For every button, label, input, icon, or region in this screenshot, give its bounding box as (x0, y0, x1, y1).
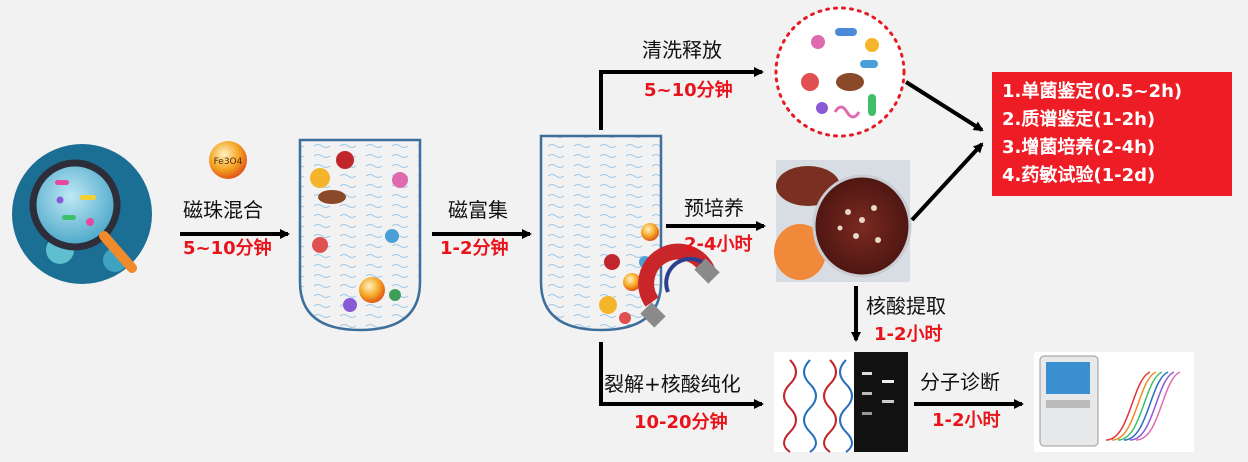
step-extract-time: 1-2小时 (874, 324, 943, 345)
tube-magnetic-separation (539, 134, 663, 332)
step-mdx-time: 1-2小时 (932, 410, 1001, 431)
step-mdx-label: 分子诊断 (920, 370, 1000, 394)
step-lysis-label: 裂解+核酸纯化 (604, 372, 741, 396)
result-item: 1.单菌鉴定(0.5~2h) (1002, 81, 1183, 102)
result-item: 2.质谱鉴定(1-2h) (1002, 109, 1156, 130)
step-preculture-label: 预培养 (684, 196, 744, 220)
step-wash-time: 5~10分钟 (644, 80, 733, 101)
step-extract-label: 核酸提取 (866, 294, 946, 318)
flow-arrows (180, 67, 1024, 409)
qpcr-instrument-image (1034, 352, 1194, 452)
arrow-culture-to-results (910, 142, 984, 222)
arrow-wash-to-results (904, 80, 984, 132)
result-item: 3.增菌培养(2-4h) (1002, 137, 1156, 158)
step-mix-label: 磁珠混合 (183, 198, 263, 222)
step-lysis-time: 10-20分钟 (634, 412, 728, 433)
sample-microbe-illustration (12, 144, 152, 284)
step-mix-time: 5~10分钟 (183, 238, 272, 259)
tube-mixing (298, 138, 422, 332)
step-enrich-time: 1-2分钟 (440, 238, 509, 259)
dna-gel-image (774, 352, 908, 453)
arrow-lysis (599, 342, 764, 409)
step-preculture-time: 2-4小时 (684, 234, 753, 255)
magnet-icon (638, 243, 720, 328)
arrow-wash (599, 67, 764, 130)
culture-plate-photo (774, 160, 912, 282)
magnetic-bead-icon: Fe3O4 (209, 141, 247, 179)
released-microbes-circle (774, 6, 906, 138)
step-wash-label: 清洗释放 (642, 38, 722, 62)
downstream-applications-box: 1.单菌鉴定(0.5~2h) 2.质谱鉴定(1-2h) 3.增菌培养(2-4h)… (992, 72, 1232, 196)
step-enrich-label: 磁富集 (448, 198, 508, 222)
bead-label: Fe3O4 (214, 157, 243, 167)
result-item: 4.药敏试验(1-2d) (1002, 165, 1156, 186)
